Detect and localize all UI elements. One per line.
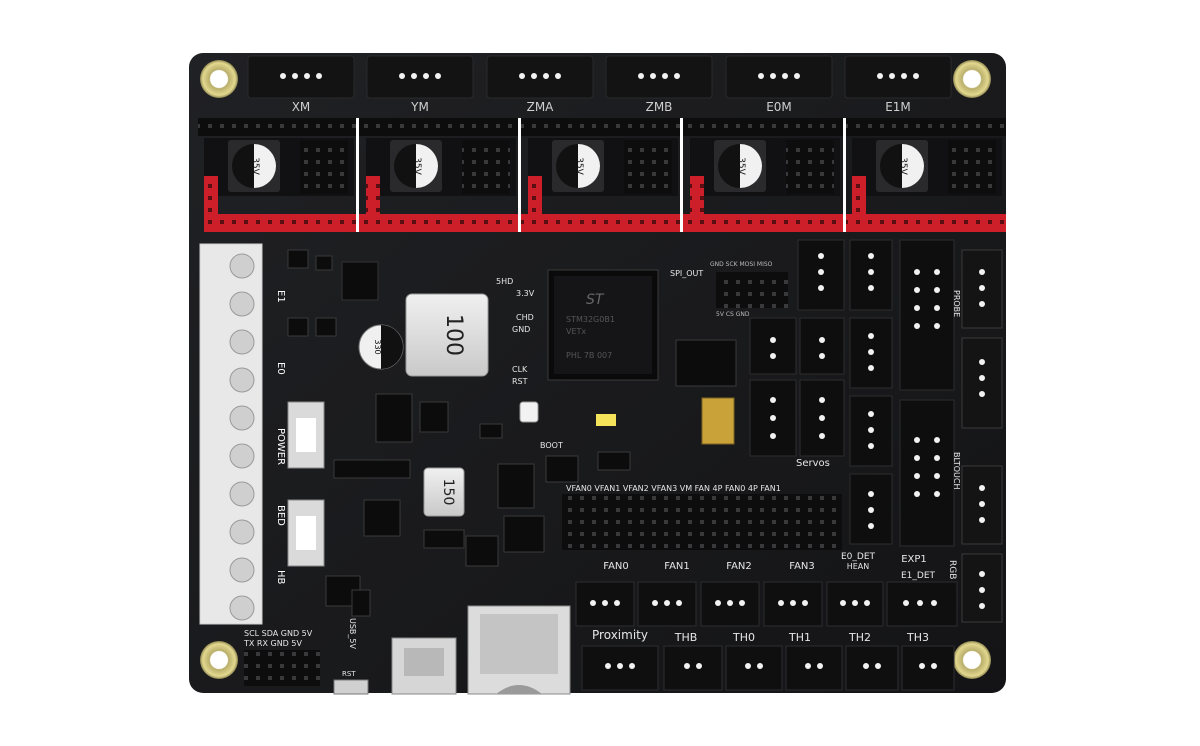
motor-label: XM: [292, 100, 311, 114]
fan-header-labels: VFAN0 VFAN1 VFAN2 VFAN3 VM FAN 4P FAN0 4…: [566, 484, 781, 493]
bltouch-label: BLTOUCH: [952, 452, 961, 489]
boot-label: BOOT: [540, 441, 563, 450]
exp1-label: EXP1: [901, 554, 927, 565]
probe-label: PROBE: [952, 290, 961, 317]
terminal-label: HB: [275, 570, 286, 585]
motor-label: E1M: [885, 100, 911, 114]
usb-5v-label: USB_5V: [348, 618, 357, 650]
cap-label: 35V: [412, 157, 422, 175]
driver-capacitor: [228, 140, 928, 192]
debug-label: CHD: [516, 313, 534, 322]
mcu-text: STM32G0B1: [566, 315, 615, 324]
debug-label: 5HD: [496, 277, 513, 286]
terminal-label: BED: [275, 505, 286, 526]
i2c-uart-header: [244, 650, 320, 686]
mcu-brand: ST: [586, 292, 605, 308]
cap-label: 35V: [898, 157, 908, 175]
terminal-label: POWER: [275, 428, 286, 465]
motor-label: ZMA: [527, 100, 555, 114]
debug-label: CLK: [512, 365, 528, 374]
mcu-text: PHL 7B 007: [566, 351, 612, 360]
fan-label: FAN2: [726, 561, 752, 572]
hean-label: HEAN: [847, 562, 870, 571]
spi-header: [716, 272, 788, 308]
mcu-text: VETx: [566, 327, 586, 336]
cap-label: 35V: [736, 157, 746, 175]
small-inductor: [423, 467, 465, 517]
fan-label: FAN1: [664, 561, 690, 572]
fan-label: FAN0: [603, 561, 629, 572]
mounting-hole: [200, 60, 238, 98]
chip: [341, 261, 379, 301]
therm-label: TH0: [732, 631, 755, 644]
rgb-label: RGB: [947, 560, 957, 579]
motor-label: E0M: [766, 100, 792, 114]
spi-pins-top: GND SCK MOSI MISO: [710, 261, 773, 268]
reset-button: [333, 679, 369, 695]
fuse: [287, 401, 325, 567]
e1det-label: E1_DET: [901, 571, 936, 581]
crystal: [519, 401, 539, 423]
driver-header-row: [198, 118, 1006, 136]
mounting-hole: [200, 641, 238, 679]
fan-label: FAN3: [789, 561, 815, 572]
therm-label: TH3: [906, 631, 929, 644]
debug-label: 3.3V: [516, 289, 535, 298]
terminal-label: E1: [275, 290, 286, 303]
therm-label: TH1: [788, 631, 811, 644]
red-jumper-headers: [204, 176, 1006, 232]
mounting-hole: [953, 60, 991, 98]
spi-label: SPI_OUT: [670, 269, 703, 278]
reset-label: RST: [342, 670, 356, 678]
spi-pins-bottom: 5V CS GND: [716, 311, 750, 318]
e0det-label: E0_DET: [841, 552, 876, 562]
motor-connectors: [247, 55, 952, 99]
dip-switch: [701, 397, 735, 445]
motor-label: YM: [410, 100, 429, 114]
small-inductor-label: 150: [440, 479, 456, 506]
therm-label: TH2: [848, 631, 871, 644]
inductor: [405, 293, 489, 377]
bottom-fan-connectors: [575, 581, 958, 627]
thermistor-connectors: [581, 645, 955, 691]
proximity-label: Proximity: [592, 628, 648, 642]
mounting-hole: [953, 641, 991, 679]
inductor-label: 100: [441, 314, 466, 356]
cap-label: 35V: [574, 157, 584, 175]
motor-label: ZMB: [646, 100, 673, 114]
therm-label: THB: [674, 631, 698, 644]
fan-voltage-headers: [562, 494, 842, 550]
uart-label: TX RX GND 5V: [243, 639, 302, 648]
yellow-component: [596, 414, 616, 426]
main-cap-label: 330: [373, 339, 382, 354]
terminal-label: E0: [275, 362, 286, 375]
i2c-label: SCL SDA GND 5V: [244, 629, 313, 638]
cap-label: 35V: [250, 157, 260, 175]
servos-label: Servos: [796, 458, 830, 469]
debug-label: GND: [512, 325, 530, 334]
smd-components: [287, 249, 737, 617]
debug-label: RST: [512, 377, 528, 386]
